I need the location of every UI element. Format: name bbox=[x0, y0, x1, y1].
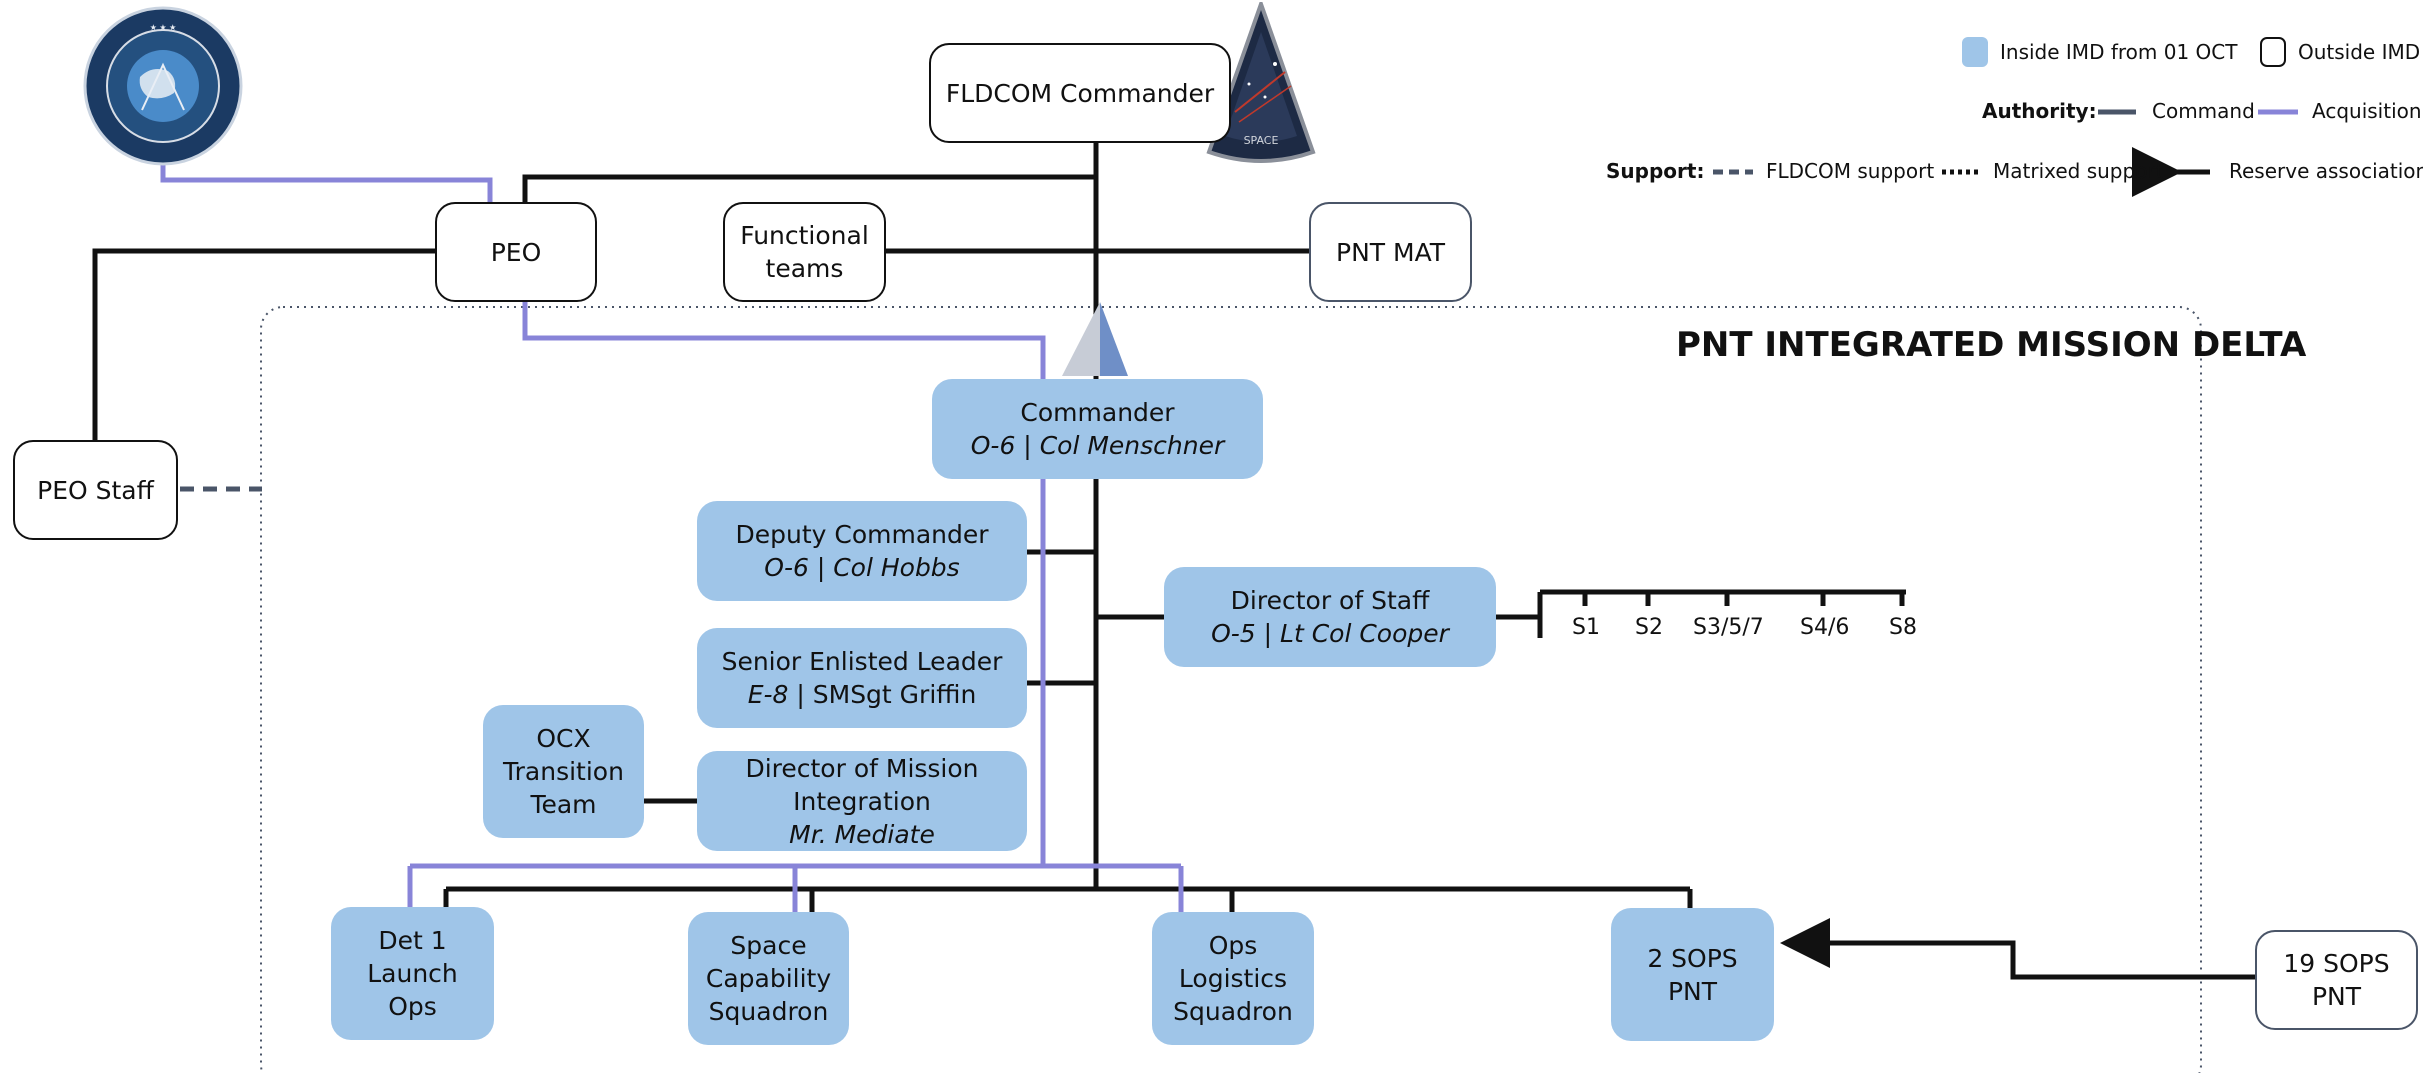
ops-logistics-squadron-box: Ops Logistics Squadron bbox=[1152, 912, 1314, 1045]
19-sops-label-1: 19 SOPS bbox=[2283, 949, 2390, 978]
legend-outside: Outside IMD bbox=[2260, 37, 2420, 67]
legend-matrixed-support: Matrixed support bbox=[1993, 159, 2164, 183]
peo-label: PEO bbox=[490, 237, 542, 267]
outside-swatch bbox=[2260, 37, 2286, 67]
ols-label-2: Logistics bbox=[1178, 964, 1288, 993]
command-line-peo bbox=[522, 174, 1096, 203]
pnt-mat-label: PNT MAT bbox=[1336, 237, 1445, 267]
acquisition-line-peo-delta bbox=[522, 302, 1046, 866]
legend-inside-label: Inside IMD from 01 OCT bbox=[2000, 40, 2238, 64]
2-sops-label-2: PNT bbox=[1667, 976, 1718, 1006]
space-capability-squadron-box: Space Capability Squadron bbox=[688, 912, 849, 1045]
director-mission-integration-box: Director of Mission Integration Mr. Medi… bbox=[697, 751, 1027, 851]
scs-label-1: Space bbox=[730, 931, 807, 960]
scs-label-3: Squadron bbox=[708, 997, 829, 1026]
commander-title: Commander bbox=[1020, 398, 1175, 427]
ocx-label-3: Team bbox=[530, 790, 597, 819]
staff-bracket bbox=[1537, 589, 1906, 638]
functional-teams-box: Functional teams bbox=[723, 202, 886, 302]
ols-label-1: Ops bbox=[1208, 931, 1258, 960]
legend-command-label: Command bbox=[2152, 99, 2255, 123]
legend-support-label: Support: bbox=[1606, 159, 1705, 183]
staff-section-s8: S8 bbox=[1889, 615, 1917, 640]
commander-rank-line: O-6 | Col Menschner bbox=[970, 431, 1225, 460]
legend-acquisition-label: Acquisition bbox=[2312, 99, 2422, 123]
functional-teams-label-2: teams bbox=[765, 254, 844, 283]
senior-enlisted-leader-box: Senior Enlisted Leader E-8 | SMSgt Griff… bbox=[697, 628, 1027, 728]
legend-authority-label: Authority: bbox=[1982, 99, 2097, 123]
2-sops-label-1: 2 SOPS bbox=[1647, 943, 1738, 973]
reserve-line bbox=[1780, 918, 2255, 980]
19-sops-pnt-box: 19 SOPS PNT bbox=[2255, 930, 2418, 1030]
deputy-title: Deputy Commander bbox=[735, 520, 989, 549]
dos-rank-line: O-5 | Lt Col Cooper bbox=[1211, 619, 1449, 648]
dos-title: Director of Staff bbox=[1230, 586, 1430, 615]
functional-teams-label-1: Functional bbox=[740, 221, 869, 250]
legend-fldcom-support: FLDCOM support bbox=[1766, 159, 1934, 183]
command-line-peo-staff bbox=[92, 248, 435, 440]
deputy-commander-box: Deputy Commander O-6 | Col Hobbs bbox=[697, 501, 1027, 601]
peo-box: PEO bbox=[435, 202, 597, 302]
det1-launch-ops-box: Det 1 Launch Ops bbox=[331, 907, 494, 1040]
delta-boundary bbox=[260, 306, 2202, 1073]
inside-swatch bbox=[1962, 37, 1988, 67]
svg-text:★ ★ ★: ★ ★ ★ bbox=[150, 23, 177, 32]
legend-inside: Inside IMD from 01 OCT bbox=[1962, 37, 2237, 67]
pnt-mat-box: PNT MAT bbox=[1309, 202, 1472, 302]
deputy-rank-line: O-6 | Col Hobbs bbox=[764, 553, 960, 582]
fldcom-commander-label: FLDCOM Commander bbox=[945, 78, 1215, 108]
legend-reserve-label: Reserve association bbox=[2229, 159, 2423, 183]
staff-section-s1: S1 bbox=[1572, 615, 1600, 640]
director-of-staff-box: Director of Staff O-5 | Lt Col Cooper bbox=[1164, 567, 1496, 667]
ocx-label-2: Transition bbox=[503, 757, 624, 786]
ocx-transition-team-box: OCX Transition Team bbox=[483, 705, 644, 838]
scs-label-2: Capability bbox=[705, 964, 832, 993]
space-operations-command-logo: SPACE bbox=[1206, 2, 1316, 163]
legend-command: Command bbox=[2152, 99, 2255, 123]
dmi-label-2: Integration bbox=[793, 786, 931, 816]
peo-staff-label: PEO Staff bbox=[37, 475, 154, 505]
legend-support: Support: bbox=[1606, 159, 1704, 183]
ocx-label-1: OCX bbox=[536, 724, 591, 753]
staff-section-s2: S2 bbox=[1635, 615, 1663, 640]
commander-box: Commander O-6 | Col Menschner bbox=[932, 379, 1263, 479]
acquisition-line-seal bbox=[160, 160, 493, 203]
delta-title: PNT INTEGRATED MISSION DELTA bbox=[1676, 325, 2307, 365]
sel-title: Senior Enlisted Leader bbox=[721, 647, 1003, 676]
svg-text:SPACE: SPACE bbox=[1244, 134, 1279, 147]
asaf-seal-logo: ★ ★ ★ bbox=[83, 6, 243, 166]
sel-rank-line: E-8 | SMSgt Griffin bbox=[747, 680, 977, 709]
legend-fldcom-support-label: FLDCOM support bbox=[1766, 159, 1935, 183]
peo-staff-box: PEO Staff bbox=[13, 440, 178, 540]
det1-label-3: Ops bbox=[388, 992, 437, 1021]
dmi-name: Mr. Mediate bbox=[789, 819, 935, 849]
det1-label-1: Det 1 bbox=[378, 926, 447, 955]
2-sops-pnt-box: 2 SOPS PNT bbox=[1611, 908, 1774, 1041]
ols-label-3: Squadron bbox=[1173, 997, 1293, 1026]
delta-arrowhead-ornament bbox=[1062, 302, 1128, 376]
legend-matrixed-support-label: Matrixed support bbox=[1993, 159, 2164, 183]
legend-outside-label: Outside IMD bbox=[2298, 40, 2421, 64]
legend-acquisition: Acquisition bbox=[2312, 99, 2422, 123]
fldcom-commander-box: FLDCOM Commander bbox=[929, 43, 1231, 143]
19-sops-label-2: PNT bbox=[2311, 982, 2362, 1011]
staff-section-s357: S3/5/7 bbox=[1693, 615, 1764, 640]
dmi-label-1: Director of Mission bbox=[745, 753, 979, 783]
legend-authority: Authority: bbox=[1982, 99, 2097, 123]
det1-label-2: Launch bbox=[367, 959, 458, 988]
staff-section-s46: S4/6 bbox=[1800, 615, 1850, 640]
legend-reserve: Reserve association bbox=[2229, 159, 2423, 183]
